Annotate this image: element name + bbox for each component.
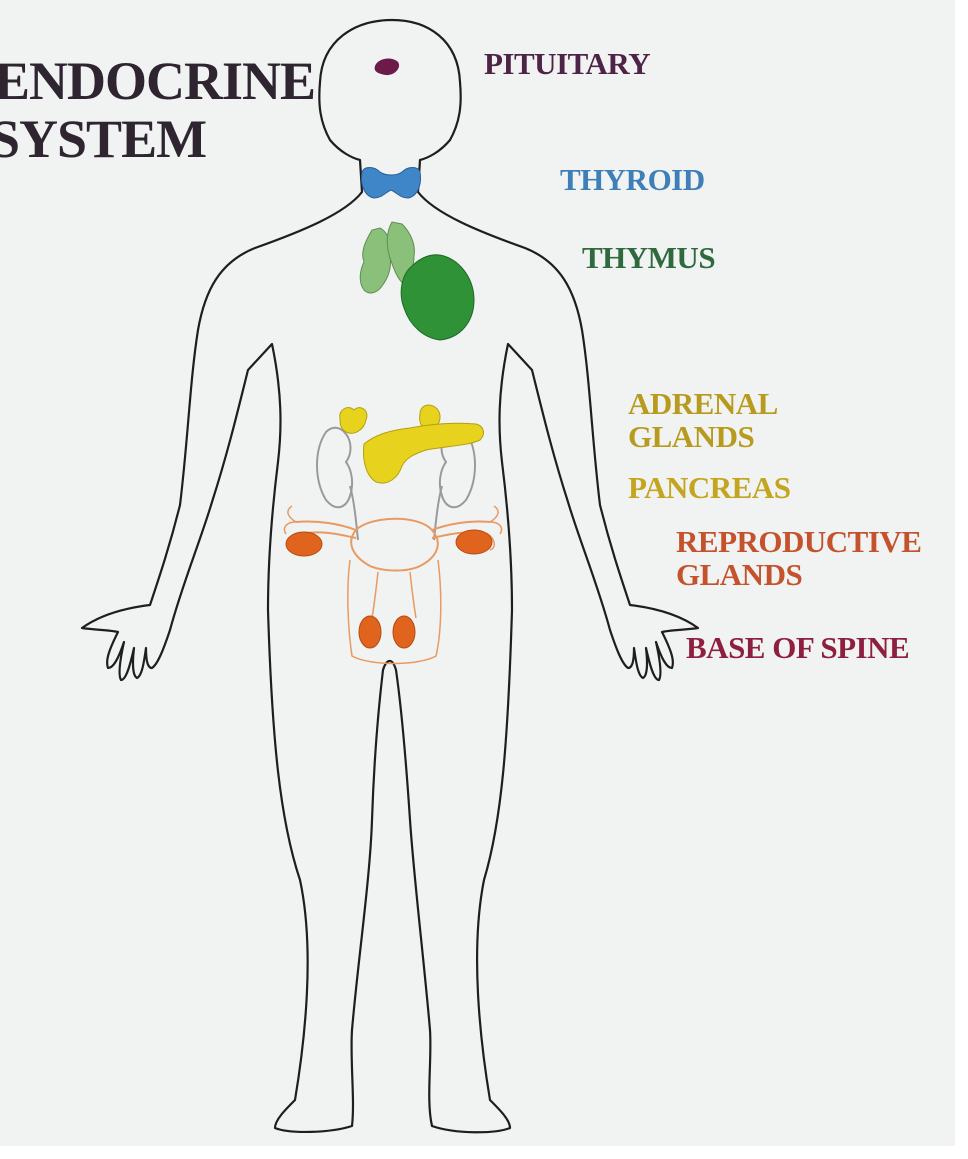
uterus-outline bbox=[351, 519, 438, 571]
label-thyroid: THYROID bbox=[560, 164, 705, 197]
label-reproductive-glands: REPRODUCTIVE GLANDS bbox=[676, 526, 921, 591]
left-adrenal-gland bbox=[340, 408, 367, 434]
thymus-dark-mass bbox=[401, 255, 474, 340]
left-ovary bbox=[286, 532, 322, 556]
label-adrenal-glands: ADRENAL GLANDS bbox=[628, 388, 778, 453]
pituitary-gland bbox=[375, 59, 399, 76]
label-reproductive-line-1: REPRODUCTIVE bbox=[676, 526, 921, 559]
label-base-of-spine: BASE OF SPINE bbox=[686, 632, 909, 665]
left-kidney bbox=[317, 428, 352, 508]
vas-lines bbox=[372, 572, 416, 618]
title-line-2: SYSTEM bbox=[0, 112, 206, 166]
label-reproductive-line-2: GLANDS bbox=[676, 559, 921, 592]
right-ovary bbox=[456, 530, 492, 554]
label-thymus: THYMUS bbox=[582, 242, 715, 275]
label-pancreas: PANCREAS bbox=[628, 472, 791, 505]
left-testis bbox=[359, 616, 381, 648]
right-testis bbox=[393, 616, 415, 648]
thymus-left-lobe bbox=[360, 228, 390, 293]
thyroid-gland bbox=[362, 168, 421, 199]
pelvic-outline bbox=[348, 560, 441, 664]
title-line-1: ENDOCRINE bbox=[0, 54, 315, 108]
ureters bbox=[350, 486, 442, 540]
label-pituitary: PITUITARY bbox=[484, 48, 650, 81]
pancreas-organ bbox=[364, 423, 484, 483]
label-adrenal-line-2: GLANDS bbox=[628, 421, 778, 454]
label-adrenal-line-1: ADRENAL bbox=[628, 388, 778, 421]
